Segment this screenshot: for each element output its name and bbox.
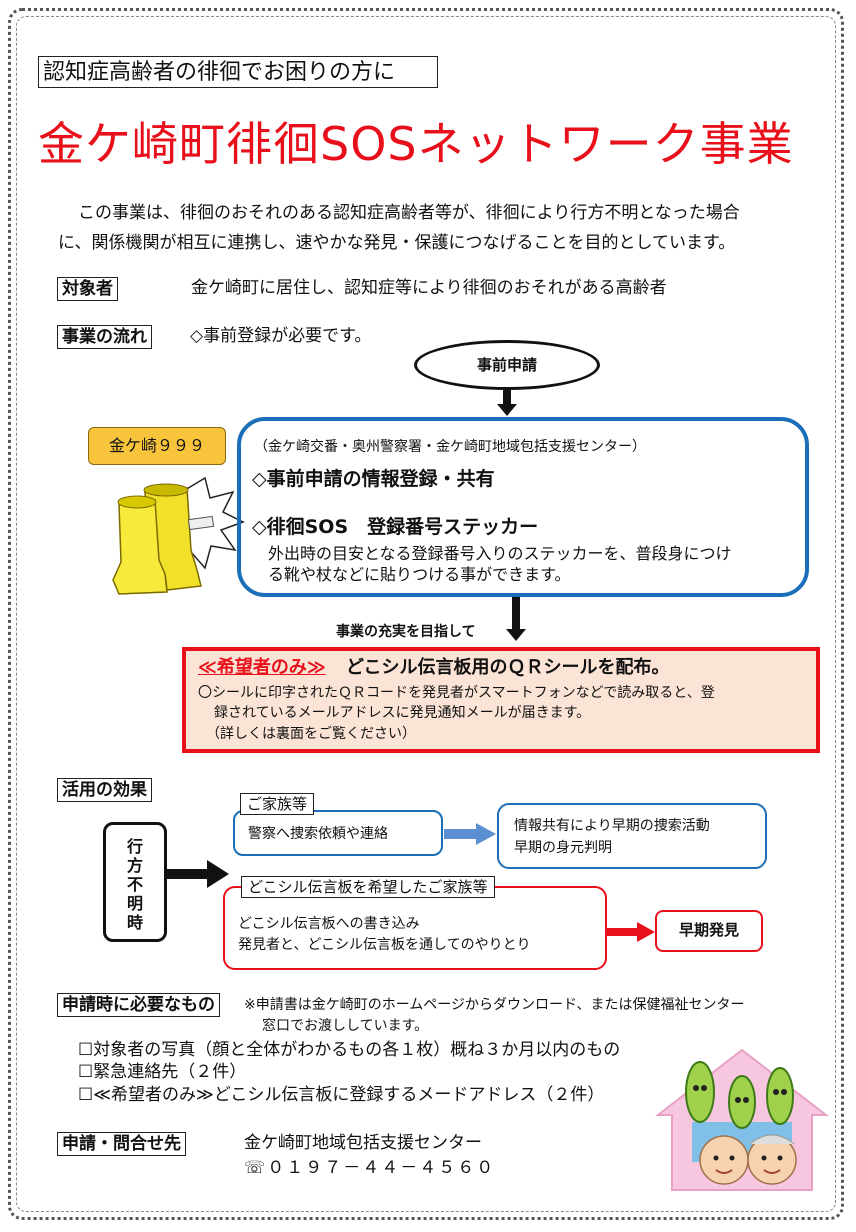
arrow-right-blue bbox=[444, 823, 496, 845]
family-tag: ご家族等 bbox=[240, 793, 315, 815]
registration-info-box bbox=[237, 417, 809, 597]
contact-label: 申請・問合せ先 bbox=[57, 1132, 186, 1156]
enhance-text: 事業の充実を目指して bbox=[336, 624, 476, 640]
intro-line2: に、関係機関が相互に連携し、速やかな発見・保護につなげることを目的としています。 bbox=[58, 233, 736, 253]
mascot-illustration bbox=[655, 1048, 829, 1191]
required-label: 申請時に必要なもの bbox=[57, 993, 220, 1017]
qr-tag: ≪希望者のみ≫ bbox=[198, 657, 326, 678]
item-info-registration: ◇事前申請の情報登録・共有 bbox=[252, 468, 495, 490]
page-border-inner bbox=[16, 16, 836, 1212]
arrow-head-2 bbox=[506, 629, 526, 641]
required-item-2: ☐緊急連絡先（２件） bbox=[78, 1062, 247, 1082]
early-discovery-box: 早期発見 bbox=[655, 910, 763, 952]
required-note-line1: ※申請書は金ケ崎町のホームページからダウンロード、または保健福祉センター bbox=[244, 997, 745, 1013]
step-pre-application: 事前申請 bbox=[414, 340, 600, 390]
flow-label: 事業の流れ bbox=[57, 325, 152, 349]
kanegasaki-999-badge: 金ケ崎９９９ bbox=[88, 427, 226, 465]
effect-label: 活用の効果 bbox=[57, 778, 152, 802]
qr-title: どこシル伝言板用のＱＲシールを配布。 bbox=[346, 657, 670, 678]
family-box bbox=[233, 810, 443, 856]
contact-org: 金ケ崎町地域包括支援センター bbox=[244, 1133, 482, 1153]
qr-desc-line1: 〇シールに印字されたＱＲコードを発見者がスマートフォンなどで読み取ると、登 bbox=[198, 685, 715, 701]
qr-seal-box bbox=[182, 647, 820, 753]
sticker-desc-line1: 外出時の目安となる登録番号入りのステッカーを、普段身につけ bbox=[268, 544, 732, 563]
arrow-right-black bbox=[167, 860, 229, 888]
dokoshiru-tag: どこシル伝言板を希望したご家族等 bbox=[241, 876, 495, 898]
info-share-box bbox=[497, 803, 767, 869]
dokoshiru-line2: 発見者と、どこシル伝言板を通してのやりとり bbox=[238, 937, 531, 953]
target-label: 対象者 bbox=[57, 277, 118, 301]
required-note-line2: 窓口でお渡ししています。 bbox=[262, 1018, 429, 1034]
intro-line1: この事業は、徘徊のおそれのある認知症高齢者等が、徘徊により行方不明となった場合 bbox=[78, 203, 740, 223]
qr-desc-line2: 録されているメールアドレスに発見通知メールが届きます。 bbox=[214, 705, 591, 721]
sticker-desc-line2: る靴や杖などに貼りつける事ができます。 bbox=[268, 565, 571, 584]
required-item-1: ☐対象者の写真（顔と全体がわかるもの各１枚）概ね３か月以内のもの bbox=[78, 1040, 621, 1060]
missing-text: 行方不明時 bbox=[126, 837, 143, 932]
subtitle: 認知症高齢者の徘徊でお困りの方に bbox=[38, 56, 438, 88]
dokoshiru-line1: どこシル伝言板への書き込み bbox=[238, 916, 420, 932]
intro-text: この事業は、徘徊のおそれのある認知症高齢者等が、徘徊により行方不明となった場合 … bbox=[58, 198, 798, 258]
boots-illustration bbox=[112, 476, 245, 595]
contact-phone: ☏０１９７－４４－４５６０ bbox=[244, 1158, 496, 1178]
arrow-head-1 bbox=[497, 404, 517, 416]
missing-box: 行方不明時 bbox=[103, 822, 167, 942]
required-item-3: ☐≪希望者のみ≫どこシル伝言板に登録するメードアドレス（２件） bbox=[78, 1085, 605, 1105]
qr-desc-line3: （詳しくは裏面をご覧ください） bbox=[206, 726, 416, 742]
page-title: 金ケ崎町徘徊SOSネットワーク事業 bbox=[38, 117, 794, 171]
arrow-shaft-2 bbox=[512, 597, 520, 631]
info-line1: 情報共有により早期の捜索活動 bbox=[514, 818, 710, 834]
page-border bbox=[8, 8, 844, 1220]
target-text: 金ケ崎町に居住し、認知症等により徘徊のおそれがある高齢者 bbox=[191, 278, 667, 298]
arrow-shaft-1 bbox=[503, 390, 511, 406]
info-line2: 早期の身元判明 bbox=[514, 840, 612, 856]
flow-note: ◇事前登録が必要です。 bbox=[190, 326, 372, 346]
family-text: 警察へ捜索依頼や連絡 bbox=[248, 826, 388, 842]
arrow-right-red bbox=[607, 922, 655, 942]
item-sos-sticker: ◇徘徊SOS 登録番号ステッカー bbox=[252, 516, 539, 538]
agencies-text: （金ケ崎交番・奥州警察署・金ケ崎町地域包括支援センター） bbox=[254, 439, 646, 455]
